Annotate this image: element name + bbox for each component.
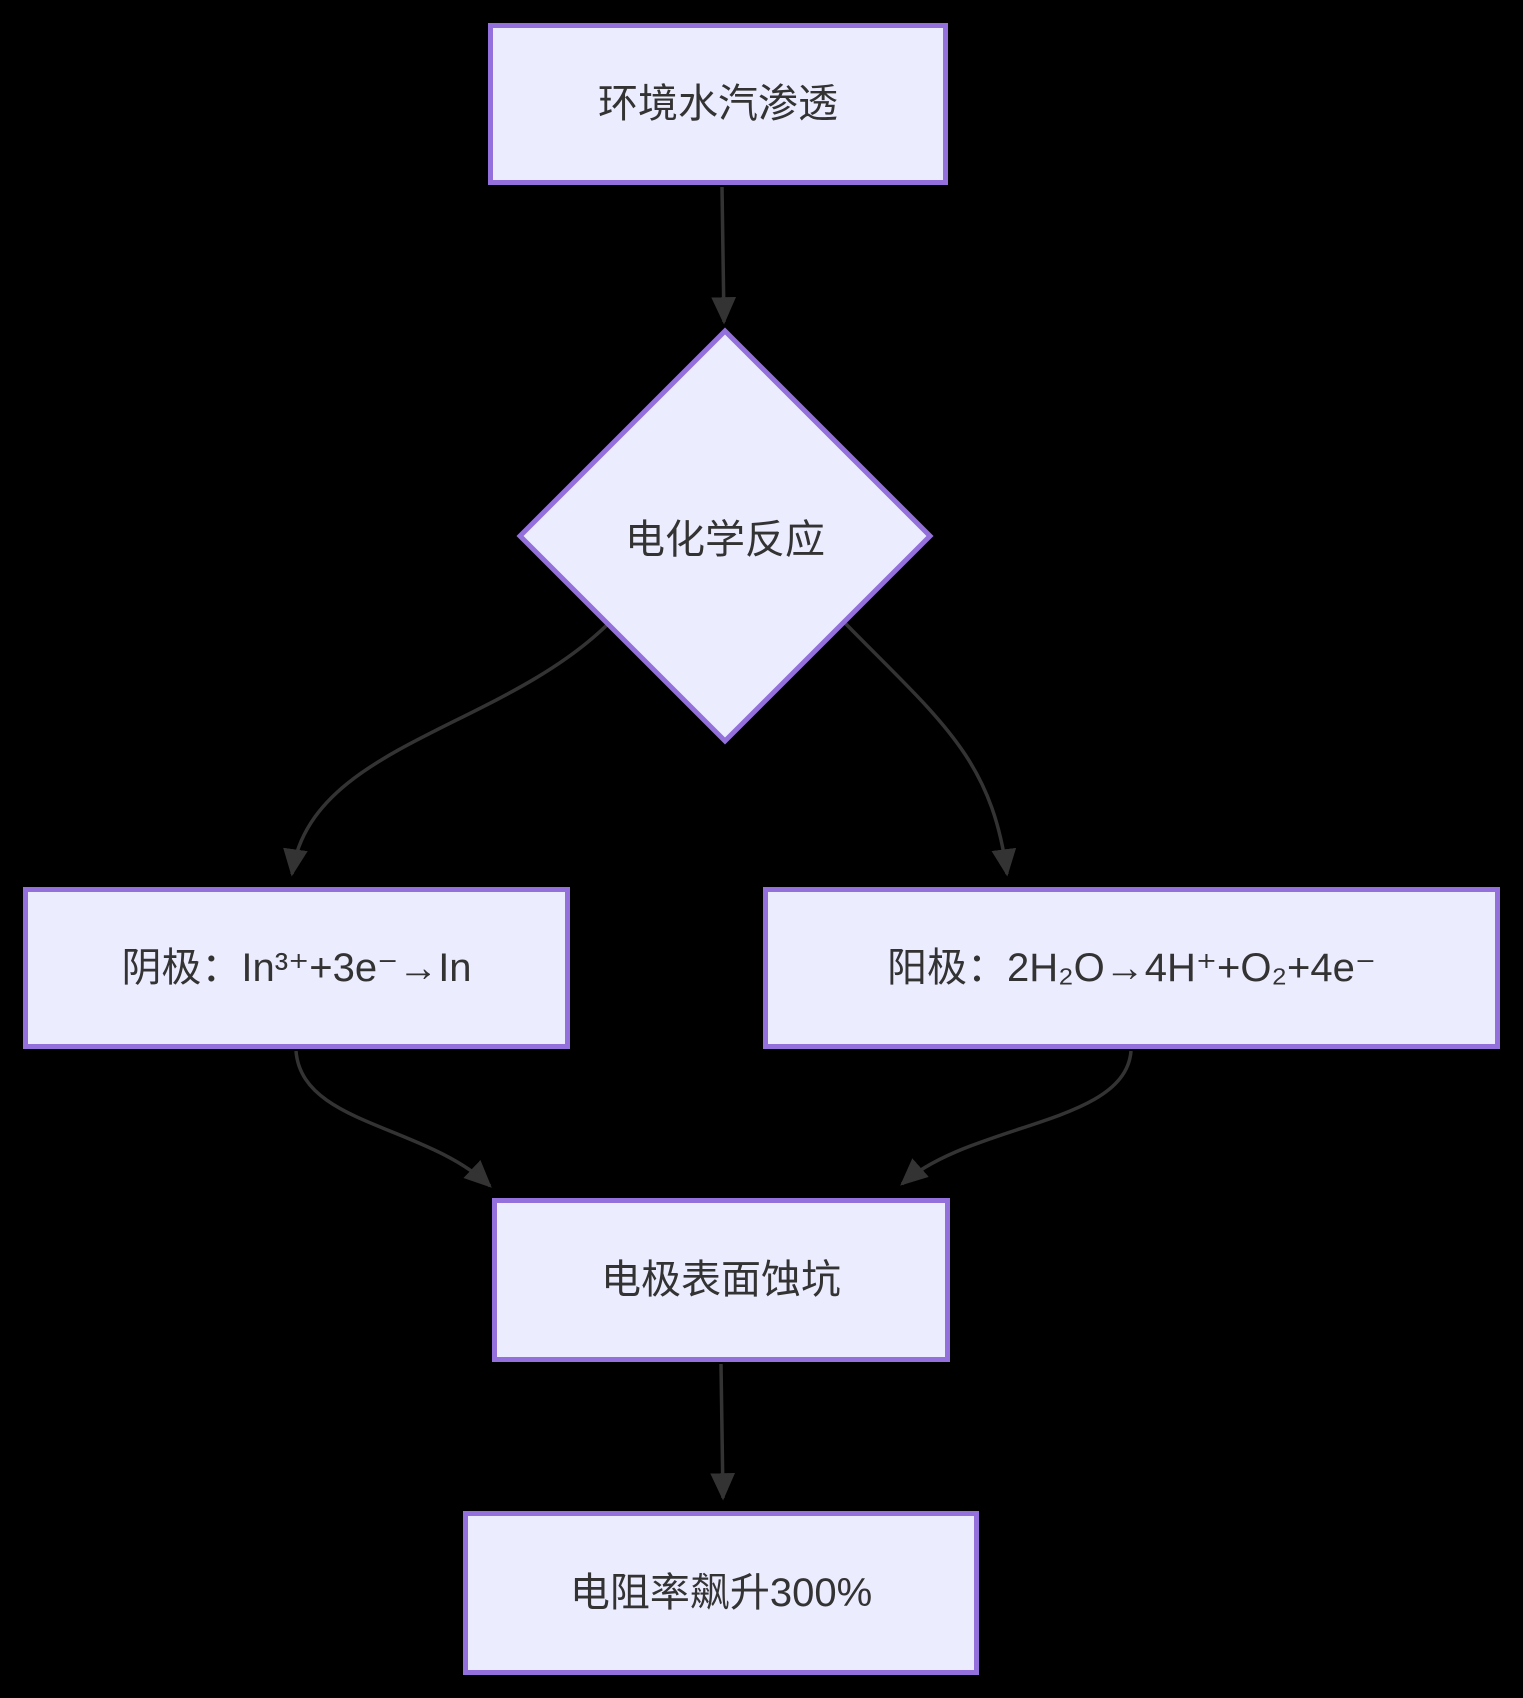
edge-pits-to-result-arrow [710, 1363, 736, 1501]
node-electrochemical-reaction-label-box: 电化学反应 [525, 506, 925, 566]
edge-reaction-to-anode-arrow [842, 620, 1017, 877]
edge-cathode-to-pits-arrow [294, 1050, 492, 1188]
edge-moisture-to-reaction-arrow [711, 186, 737, 325]
node-electrochemical-reaction-diamond [516, 327, 934, 745]
node-env-moisture-label: 环境水汽渗透 [598, 82, 838, 126]
node-anode-reaction: 阳极：2H₂O→4H⁺+O₂+4e⁻ [763, 887, 1500, 1049]
node-cathode-reaction-label: 阴极：In³⁺+3e⁻→In [121, 946, 472, 990]
node-electrode-surface-pits: 电极表面蚀坑 [492, 1198, 950, 1362]
node-cathode-reaction: 阴极：In³⁺+3e⁻→In [23, 887, 570, 1049]
node-electrochemical-reaction-label: 电化学反应 [625, 518, 825, 562]
node-resistivity-surge-label: 电阻率飙升300% [569, 1571, 873, 1615]
node-resistivity-surge: 电阻率飙升300% [463, 1511, 979, 1675]
node-env-moisture: 环境水汽渗透 [488, 23, 948, 185]
node-anode-reaction-label: 阳极：2H₂O→4H⁺+O₂+4e⁻ [887, 946, 1376, 990]
edge-anode-to-pits-arrow [900, 1050, 1133, 1186]
node-electrode-surface-pits-label: 电极表面蚀坑 [601, 1258, 841, 1302]
edge-reaction-to-cathode-arrow [283, 622, 610, 877]
